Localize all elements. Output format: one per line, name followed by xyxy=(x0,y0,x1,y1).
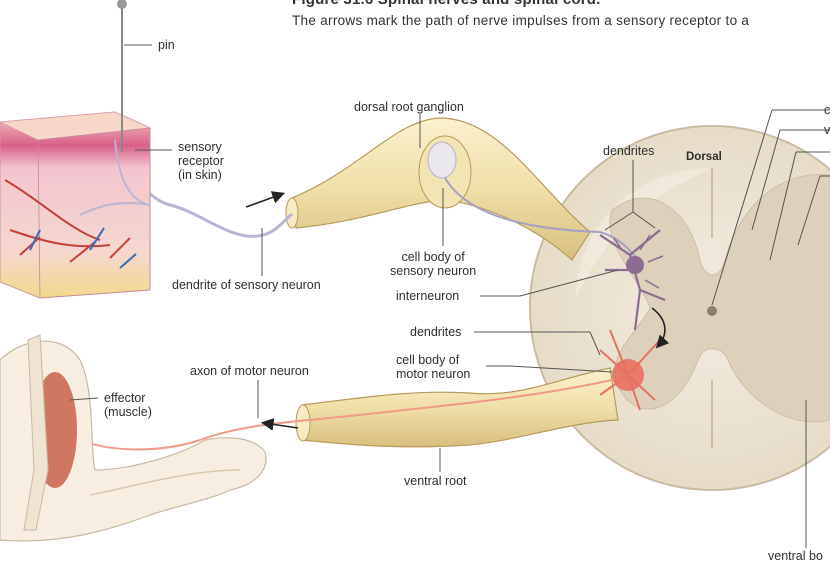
label-ventral-bottom: ventral bo xyxy=(768,549,823,563)
label-dendrites-motor: dendrites xyxy=(410,325,462,339)
label-sensory-receptor: sensory receptor (in skin) xyxy=(178,140,224,182)
label-right-v: v xyxy=(824,123,830,137)
label-cell-body-motor: cell body of motor neuron xyxy=(396,353,471,381)
figure-title: Figure 31.6 Spinal nerves and spinal cor… xyxy=(292,0,601,8)
label-effector: effector (muscle) xyxy=(104,391,152,419)
motor-neuron xyxy=(79,329,661,451)
dorsal-root xyxy=(285,117,591,261)
label-dendrites-sensory: dendrites xyxy=(603,144,655,158)
label-interneuron: interneuron xyxy=(396,289,460,303)
label-dorsal-root-ganglion: dorsal root ganglion xyxy=(354,100,464,114)
label-dorsal: Dorsal xyxy=(686,151,722,163)
ventral-root xyxy=(295,367,619,448)
skin-block xyxy=(0,111,152,299)
label-dendrite-sensory-neuron: dendrite of sensory neuron xyxy=(172,278,321,292)
pin-icon xyxy=(117,0,127,152)
interneuron xyxy=(599,229,666,331)
label-axon-motor-neuron: axon of motor neuron xyxy=(190,364,309,378)
leader-lines xyxy=(69,44,830,548)
label-ventral-root: ventral root xyxy=(404,474,467,488)
label-pin: pin xyxy=(158,38,175,52)
arm-illustration xyxy=(0,334,267,542)
sensory-cell-body xyxy=(427,141,457,179)
label-right-c: c xyxy=(824,103,830,117)
figure-caption: The arrows mark the path of nerve impuls… xyxy=(292,13,750,28)
central-canal xyxy=(707,306,717,316)
grey-matter xyxy=(609,174,830,423)
spinal-cord xyxy=(529,125,830,491)
label-cell-body-sensory: cell body of sensory neuron xyxy=(390,250,477,278)
